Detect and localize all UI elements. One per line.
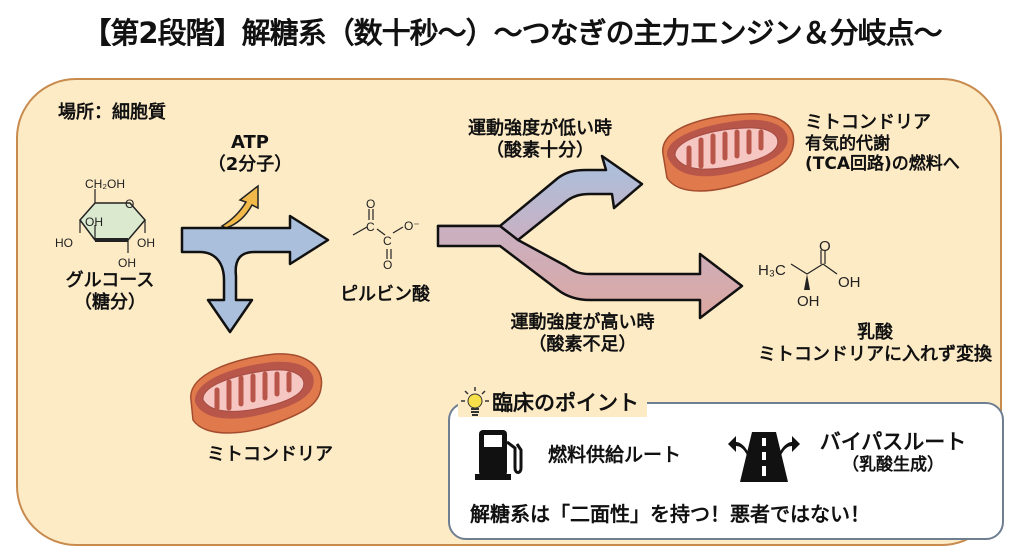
clinical-point-heading: 臨床のポイント — [458, 387, 647, 417]
bypass-route-label: バイパスルート （乳酸生成） — [819, 430, 967, 476]
glucose-label: グルコース （糖分） — [65, 270, 155, 313]
pyruvate-c1: C — [366, 220, 375, 234]
main-flow-arrow — [180, 214, 330, 334]
mito-bottom-label: ミトコンドリア — [207, 444, 333, 465]
mitochondrion-bottom-icon — [190, 353, 323, 434]
pyruvate-o-bottom: O — [383, 258, 393, 272]
glucose-oh-right: OH — [137, 236, 155, 250]
pyruvate-label: ピルビン酸 — [340, 284, 430, 305]
atp-label: ATP （2分子） — [207, 132, 293, 175]
lactate-structure — [790, 250, 838, 290]
high-intensity-label: 運動強度が高い時 （酸素不足） — [510, 312, 655, 355]
branch-arrows — [436, 154, 744, 320]
lactate-h3c: H₃C — [758, 262, 786, 279]
low-intensity-label: 運動強度が低い時 （酸素十分） — [468, 118, 612, 161]
mitochondrion-top-icon — [662, 113, 795, 192]
glycolysis-arrows — [180, 184, 330, 334]
clinical-point-box — [448, 402, 1004, 540]
lightbulb-icon — [461, 387, 489, 416]
location-label: 場所：細胞質 — [58, 102, 166, 123]
atp-arrow — [220, 184, 259, 229]
fuel-pump-icon — [475, 430, 523, 480]
low-intensity-arrow — [436, 154, 644, 242]
lactate-o: O — [819, 238, 831, 255]
page-title: 【第2段階】解糖系（数十秒〜）〜つなぎの主力エンジン＆分岐点〜 — [82, 16, 942, 50]
glucose-ring-o: O — [125, 197, 135, 211]
glucose-oh-inner: OH — [85, 215, 103, 229]
road-fork-icon — [728, 432, 800, 482]
glucose-ch2oh: CH₂OH — [85, 177, 125, 191]
glucose-ho: HO — [55, 236, 73, 250]
pyruvate-o-minus: O⁻ — [404, 219, 420, 233]
glucose-oh-bottom: OH — [118, 256, 136, 270]
glucose-structure — [79, 189, 146, 253]
lactate-oh-bottom: OH — [797, 293, 820, 310]
pyruvate-c2: C — [383, 234, 392, 248]
high-intensity-arrow — [436, 224, 744, 320]
lactate-oh: OH — [838, 274, 861, 291]
mito-top-label: ミトコンドリア 有気的代謝 (TCA回路)の燃料へ — [805, 112, 960, 174]
pyruvate-structure — [352, 209, 404, 259]
pyruvate-o-top: O — [366, 197, 376, 211]
fuel-route-label: 燃料供給ルート — [548, 444, 682, 466]
clinical-summary: 解糖系は「二面性」を持つ！悪者ではない！ — [470, 502, 870, 526]
lactate-label: 乳酸 ミトコンドリアに入れず変換 — [758, 322, 992, 365]
